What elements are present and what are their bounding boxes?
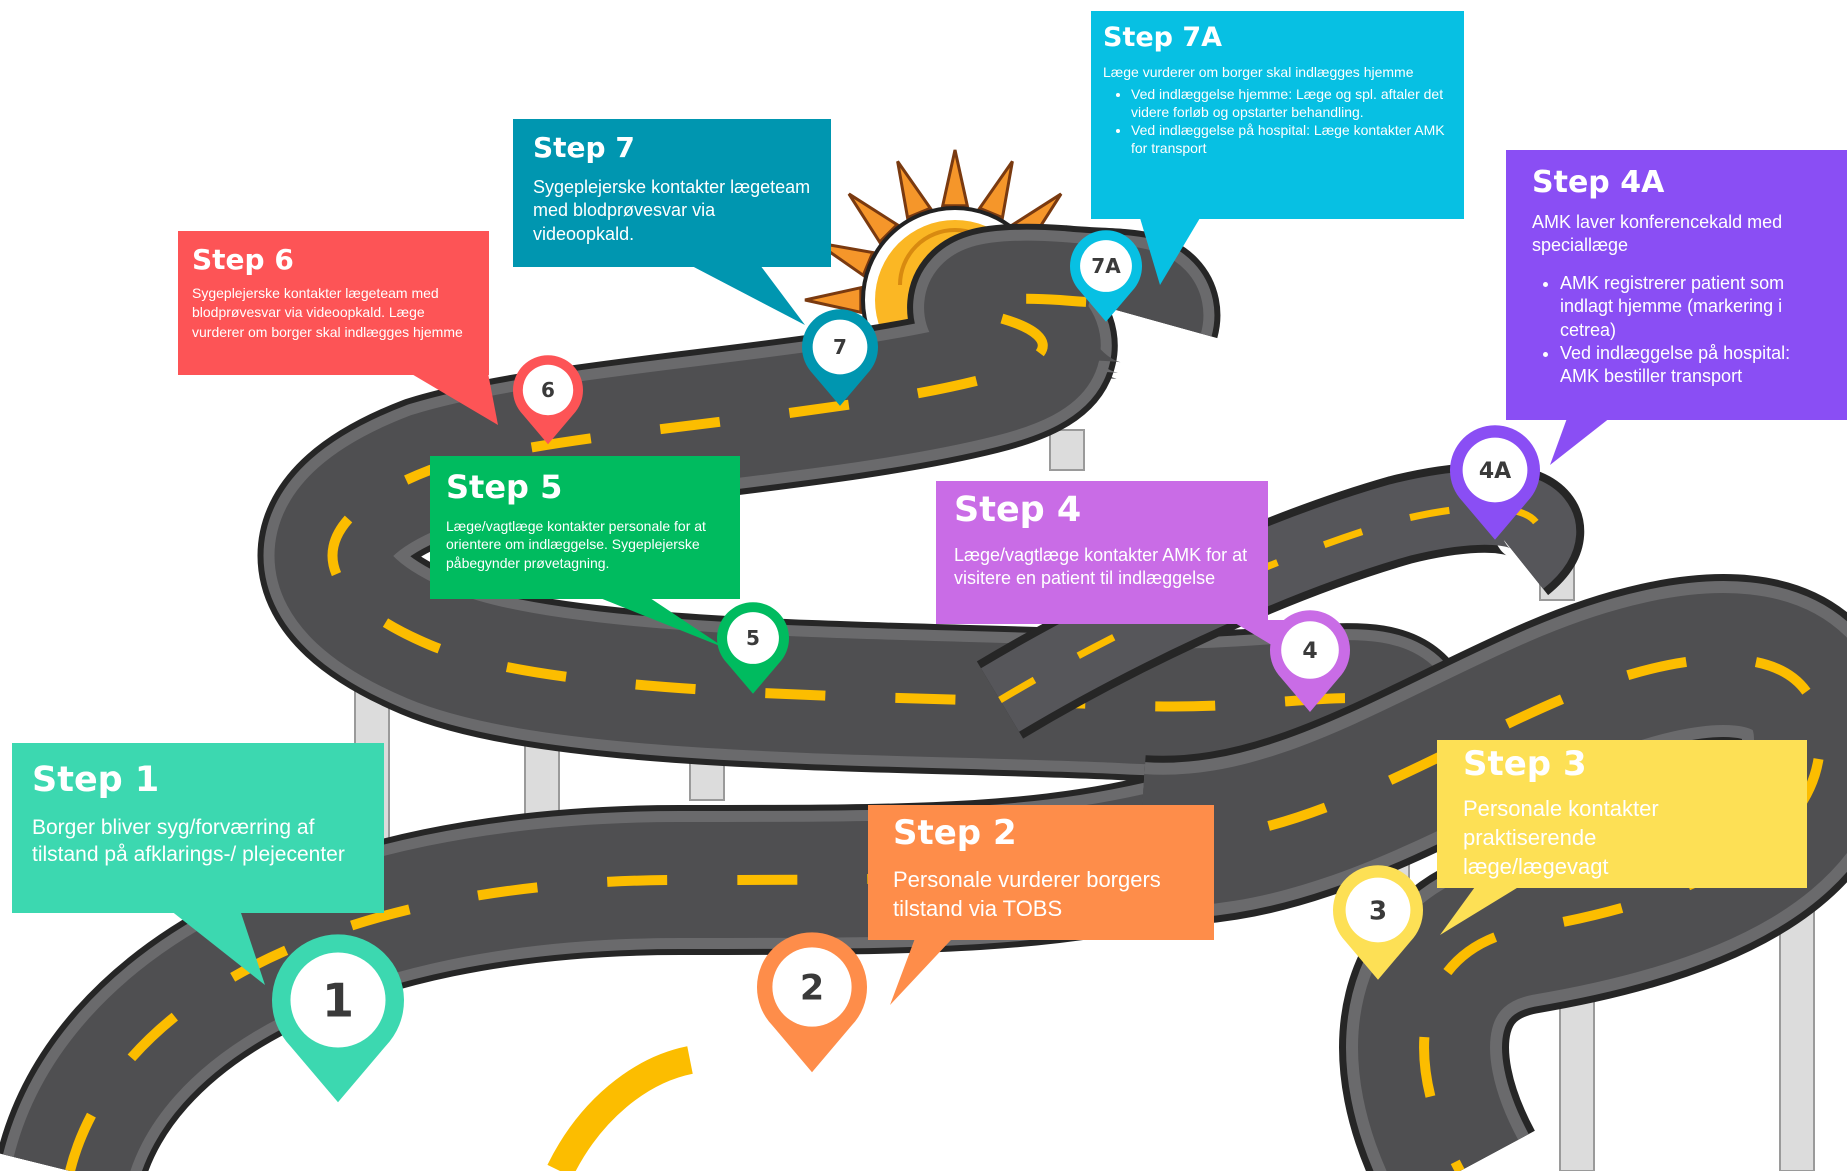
step-3-text: Personale kontakter praktiserende læge/l… (1463, 796, 1659, 879)
step-1-callout: Step 1 Borger bliver syg/forværring af t… (12, 743, 384, 913)
step-3-callout: Step 3 Personale kontakter praktiserende… (1437, 740, 1807, 888)
sun-ray (896, 160, 933, 220)
step-1-text: Borger bliver syg/forværring af tilstand… (32, 815, 345, 866)
step-4a-bullets: AMK registrerer patient som indlagt hjem… (1532, 272, 1831, 389)
step-2-text: Personale vurderer borgers tilstand via … (893, 867, 1161, 921)
pin-label: 3 (1369, 896, 1387, 926)
sun-ray (977, 160, 1014, 220)
step-6-callout: Step 6 Sygeplejerske kontakter lægeteam … (178, 231, 489, 375)
pin-marker-2: 2 (756, 932, 867, 1073)
pin-label: 7 (833, 335, 847, 359)
pin-label: 1 (322, 974, 354, 1028)
step-4a-callout: Step 4A AMK laver konferencekald med spe… (1506, 150, 1847, 420)
pin-marker-4: 4 (1269, 610, 1350, 712)
step-3-title: Step 3 (1463, 744, 1587, 784)
step-4-callout: Step 4 Læge/vagtlæge kontakter AMK for a… (936, 481, 1268, 624)
sun-ray (847, 192, 900, 245)
step-2-title: Step 2 (893, 813, 1017, 853)
step-4a-bullet: Ved indlæggelse på hospital: AMK bestill… (1560, 342, 1831, 389)
pin-marker-6: 6 (513, 355, 584, 445)
pin-label: 4 (1302, 639, 1317, 664)
step-7-text: Sygeplejerske kontakter lægeteam med blo… (533, 176, 811, 244)
pin-marker-7: 7 (802, 309, 878, 406)
winding-road (70, 299, 1820, 1171)
pin-label: 6 (541, 378, 555, 402)
step-6-title: Step 6 (192, 243, 294, 276)
pin-marker-1: 1 (272, 934, 405, 1103)
step-5-text: Læge/vagtlæge kontakter personale for at… (446, 518, 706, 571)
step-7a-callout: Step 7A Læge vurderer om borger skal ind… (1091, 11, 1464, 219)
step-7a-text: Læge vurderer om borger skal indlægges h… (1103, 63, 1414, 80)
pin-label: 7A (1091, 254, 1121, 278)
sun-ray (940, 149, 970, 208)
step-5-title: Step 5 (446, 468, 563, 506)
step-4-title: Step 4 (954, 490, 1082, 530)
step-4-text: Læge/vagtlæge kontakter AMK for at visit… (954, 544, 1248, 588)
road-pillar (1049, 429, 1085, 471)
step-4a-title: Step 4A (1532, 165, 1665, 200)
pin-marker-3: 3 (1333, 865, 1423, 980)
pin-label: 4A (1479, 459, 1511, 484)
step-7a-title: Step 7A (1103, 22, 1223, 53)
step-7-callout: Step 7 Sygeplejerske kontakter lægeteam … (513, 119, 831, 267)
step-7a-bullet: Ved indlæggelse på hospital: Læge kontak… (1131, 121, 1452, 157)
pin-marker-4a: 4A (1450, 425, 1540, 540)
step-7a-bullet: Ved indlæggelse hjemme: Læge og spl. aft… (1131, 85, 1452, 121)
pin-marker-5: 5 (717, 602, 789, 694)
sun-ray (804, 285, 863, 315)
step-7a-bullets: Ved indlæggelse hjemme: Læge og spl. aft… (1103, 85, 1452, 158)
step-7-title: Step 7 (533, 131, 635, 164)
pin-label: 2 (800, 969, 824, 1009)
step-4a-text: AMK laver konferencekald med speciallæge (1532, 212, 1783, 256)
pin-label: 5 (746, 626, 760, 650)
step-1-title: Step 1 (32, 760, 160, 800)
step-2-callout: Step 2 Personale vurderer borgers tilsta… (868, 805, 1214, 940)
pin-marker-7a: 7A (1070, 230, 1143, 322)
step-6-text: Sygeplejerske kontakter lægeteam med blo… (192, 284, 463, 340)
step-5-callout: Step 5 Læge/vagtlæge kontakter personale… (430, 456, 740, 599)
step-4a-bullet: AMK registrerer patient som indlagt hjem… (1560, 272, 1831, 342)
